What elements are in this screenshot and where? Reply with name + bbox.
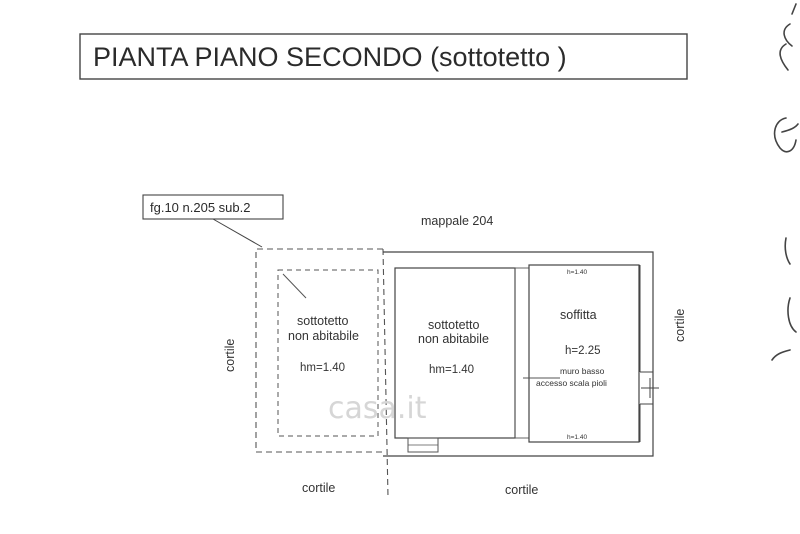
room-2-label-line1: sottotetto	[428, 318, 479, 332]
partition-wall	[514, 267, 530, 439]
courtyard-bottom-right: cortile	[505, 483, 538, 497]
boundary-dashed-vertical	[382, 248, 389, 498]
room-3-note-1: muro basso	[560, 366, 605, 376]
room-1-label-line2: non abitabile	[288, 329, 359, 343]
room-1-leader	[282, 273, 307, 299]
watermark: casa.it	[328, 391, 427, 426]
plan-title: PIANTA PIANO SECONDO (sottotetto )	[93, 42, 567, 72]
room-3-outline	[528, 264, 640, 443]
room-3-top-mark: h=1.40	[567, 269, 587, 276]
courtyard-bottom-left: cortile	[302, 481, 335, 495]
ref-leader-line	[212, 218, 263, 248]
room-2-height: hm=1.40	[429, 364, 474, 376]
signature-mark	[771, 3, 799, 361]
room-1-outline	[277, 269, 379, 437]
cadastral-ref: fg.10 n.205 sub.2	[150, 200, 250, 215]
courtyard-right: cortile	[673, 309, 687, 342]
room-1-height: hm=1.40	[300, 362, 345, 374]
title-box	[79, 33, 688, 80]
room-3-note-2: accesso scala pioli	[536, 378, 607, 388]
room-3-height: h=2.25	[565, 345, 601, 357]
room-3-name: soffitta	[560, 308, 597, 322]
sub-boundary-dashed	[255, 248, 383, 453]
building-outline	[383, 251, 654, 457]
room-2-label-line2: non abitabile	[418, 332, 489, 346]
room-3-bottom-mark: h=1.40	[567, 434, 587, 441]
courtyard-left: cortile	[223, 339, 237, 372]
room-1-label-line1: sottotetto	[297, 314, 348, 328]
neighbor-label: mappale 204	[421, 214, 493, 228]
